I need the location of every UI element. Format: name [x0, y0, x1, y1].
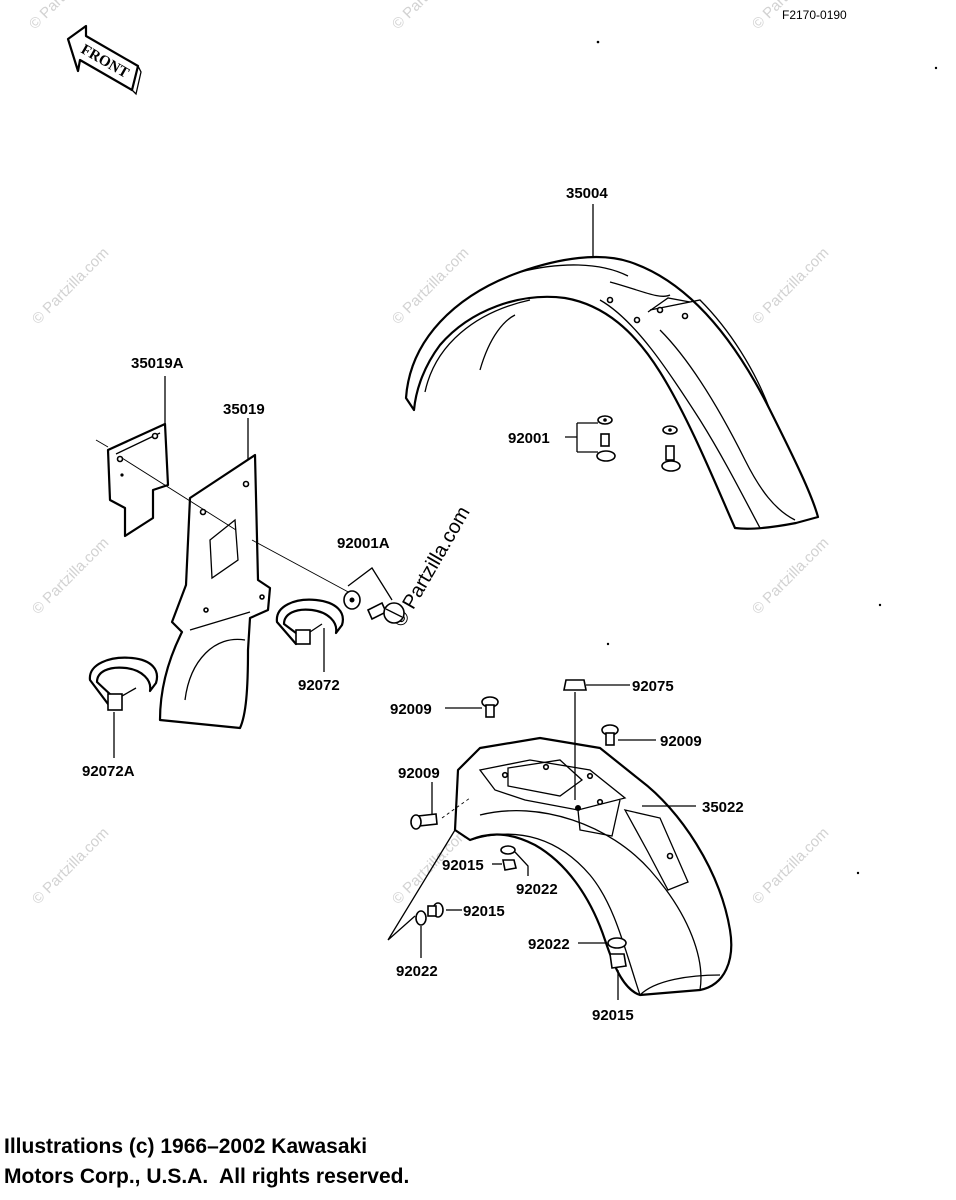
- front-fender: [404, 255, 820, 530]
- watermark-text: © Partzilla.com: [749, 534, 832, 617]
- label-washer-left: 92022: [396, 963, 438, 980]
- label-screw-right: 92009: [660, 733, 702, 750]
- nut-washer-upper: [500, 845, 517, 871]
- watermark-text: © Partzilla.com: [26, 0, 109, 33]
- front-arrow-icon: FRONT: [66, 24, 142, 96]
- label-screw-left: 92009: [390, 701, 432, 718]
- speck: [596, 40, 600, 44]
- label-bolt-set-a: 92001A: [337, 535, 390, 552]
- nut-washer-left: [415, 902, 444, 926]
- bracket-35019a: [106, 422, 170, 538]
- label-washer-upper: 92022: [516, 881, 558, 898]
- front-guard-35019: [158, 453, 272, 730]
- label-nut-mid: 92015: [463, 903, 505, 920]
- nut-washer-right: [607, 937, 627, 969]
- leader-line: [387, 829, 456, 941]
- label-front-fender: 35004: [566, 185, 608, 202]
- copyright-notice: Illustrations (c) 1966–2002 Kawasaki Mot…: [4, 1132, 409, 1192]
- speck: [934, 66, 938, 70]
- leader-line: [347, 567, 393, 601]
- watermark-text: © Partzilla.com: [389, 0, 472, 33]
- bolt-set-92001: [596, 415, 681, 472]
- watermark-text: © Partzilla.com: [749, 244, 832, 327]
- speck: [856, 871, 860, 875]
- speck: [878, 603, 882, 607]
- label-clamp-a: 92072A: [82, 763, 135, 780]
- label-clamp: 92072: [298, 677, 340, 694]
- clamp-92072a: [88, 656, 159, 711]
- watermark-text: © Partzilla.com: [29, 534, 112, 617]
- watermark-text: © Partzilla.com: [29, 244, 112, 327]
- leader-line: [565, 422, 598, 453]
- label-nut-lower: 92015: [592, 1007, 634, 1024]
- label-rear-fender: 35022: [702, 799, 744, 816]
- screw-92009-side: [410, 813, 438, 830]
- copyright-line-2: Motors Corp., U.S.A. All rights reserved…: [4, 1165, 410, 1188]
- grommet-92075: [563, 679, 587, 691]
- figure-code: F2170-0190: [782, 8, 847, 22]
- screw-92009-right: [601, 724, 619, 746]
- center-line: [95, 439, 353, 595]
- clamp-92072: [275, 598, 344, 646]
- rear-fender: [453, 736, 733, 997]
- speck: [606, 642, 610, 646]
- copyright-line-1: Illustrations (c) 1966–2002 Kawasaki: [4, 1135, 368, 1158]
- label-nut-upper: 92015: [442, 857, 484, 874]
- label-washer-right: 92022: [528, 936, 570, 953]
- bolt-set-92001a: [343, 590, 405, 624]
- label-grommet: 92075: [632, 678, 674, 695]
- watermark-text: © Partzilla.com: [749, 824, 832, 907]
- label-bracket-a: 35019A: [131, 355, 184, 372]
- label-bolt-set: 92001: [508, 430, 550, 447]
- leader-line: [514, 851, 529, 876]
- screw-92009-left: [481, 696, 499, 718]
- label-screw-side: 92009: [398, 765, 440, 782]
- label-front-guard: 35019: [223, 401, 265, 418]
- watermark-text: © Partzilla.com: [29, 824, 112, 907]
